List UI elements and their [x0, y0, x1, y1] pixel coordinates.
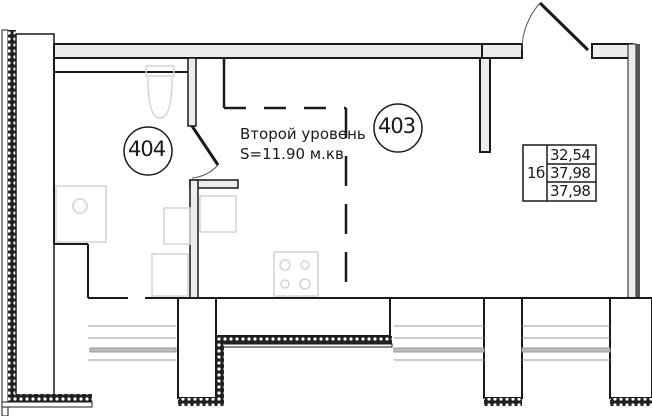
- apartment-type-label: 1б: [527, 164, 545, 182]
- toilet-icon: [145, 65, 175, 119]
- room-404-marker: [123, 126, 173, 176]
- bathroom-partition: [187, 57, 239, 299]
- left-exterior-wall: [1, 29, 93, 416]
- mezzanine-outline: [222, 58, 348, 298]
- washbasin-icon: [163, 207, 191, 245]
- room-403-marker: [373, 103, 423, 153]
- facade-piers: [177, 297, 652, 406]
- mezzanine-label: Второй уровень S=11.90 м.кв.: [240, 124, 366, 164]
- fixtures: [55, 65, 319, 297]
- room-404-label: 404: [128, 137, 166, 161]
- shower-icon: [55, 185, 107, 243]
- area-table: [522, 144, 597, 202]
- stove-icon: [273, 251, 319, 297]
- entrance-door: [521, 1, 590, 52]
- top-wall: [53, 43, 633, 73]
- area-value-1: 32,54: [550, 146, 591, 164]
- room-403-label: 403: [378, 114, 416, 138]
- right-exterior-wall: [627, 43, 640, 299]
- windows: [88, 325, 611, 361]
- area-value-3: 37,98: [550, 182, 591, 200]
- washing-machine-icon: [151, 253, 189, 297]
- kitchen-sink-icon: [199, 195, 237, 233]
- area-value-2: 37,98: [550, 164, 591, 182]
- entry-partition: [479, 57, 491, 153]
- mezzanine-area: S=11.90 м.кв.: [240, 145, 349, 163]
- mezzanine-title: Второй уровень: [240, 125, 366, 143]
